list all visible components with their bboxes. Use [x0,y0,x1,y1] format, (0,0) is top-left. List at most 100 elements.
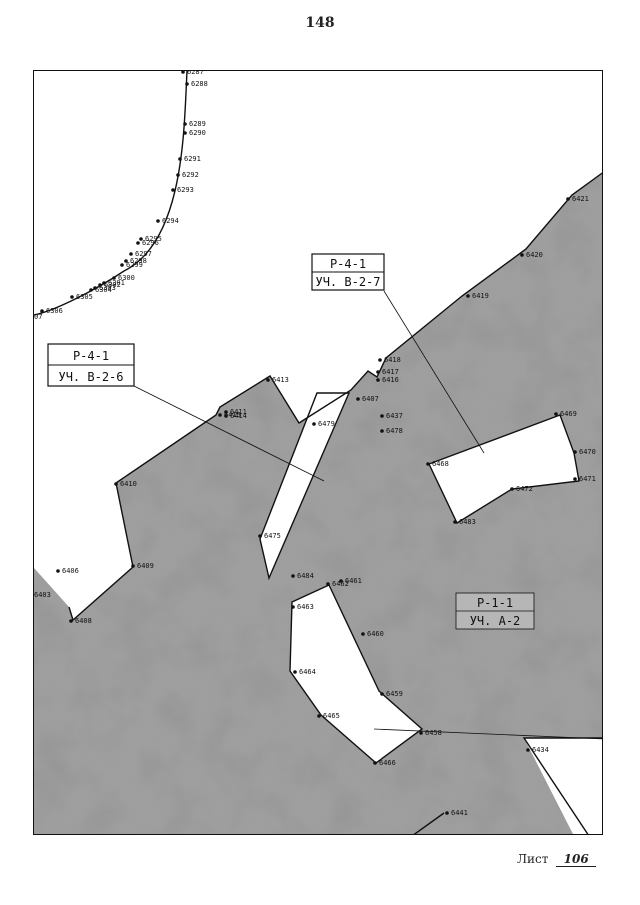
boundary-vertex [266,378,270,382]
point-label: 6293 [177,186,194,194]
point-label: 6421 [572,195,589,203]
point-label: 6466 [379,759,396,767]
boundary-vertex [171,188,175,192]
point-label: 6462 [332,580,349,588]
sheet-footer: Лист 106 [517,852,597,867]
page-number: 148 [305,15,335,31]
point-label: 6434 [532,746,549,754]
point-label: 6403 [34,591,51,599]
parcel-tag-p41-b27: Р-4-1 УЧ. В-2-7 [311,253,385,291]
boundary-vertex [317,714,321,718]
sheet-label: Лист [517,852,549,866]
point-label: 6302 [104,281,121,289]
boundary-vertex [291,574,295,578]
boundary-lines [34,71,602,834]
boundary-vertex [573,477,577,481]
point-label: 6471 [579,475,596,483]
boundary-vertex [56,569,60,573]
boundary-vertex [380,429,384,433]
point-label: 6289 [189,120,206,128]
leader-lines [133,290,602,740]
point-label: 6420 [526,251,543,259]
boundary-vertex [136,241,140,245]
boundary-vertex [183,131,187,135]
boundary-vertex [124,259,128,263]
boundary-vertex [93,286,97,290]
boundary-vertex [466,294,470,298]
point-label: 6483 [459,518,476,526]
point-label: 6419 [472,292,489,300]
boundary-vertex [526,748,530,752]
boundary-vertex [380,414,384,418]
point-label: 6410 [120,480,137,488]
point-label: 6411 [230,408,247,416]
point-label: 07 [34,313,42,321]
point-label: 6296 [142,239,159,247]
boundary-vertex [566,197,570,201]
boundary-vertex [453,520,457,524]
point-label: 6459 [386,690,403,698]
point-label: 6413 [272,376,289,384]
point-label: 6409 [137,562,154,570]
boundary-vertex [224,410,228,414]
point-label: 6458 [425,729,442,737]
boundary-vertex [356,397,360,401]
boundary-vertices [40,71,577,815]
boundary-vertex [510,487,514,491]
point-label: 6469 [560,410,577,418]
parcel-tag-line2: УЧ. В-2-6 [58,370,123,384]
boundary-vertex [291,605,295,609]
point-label: 6408 [75,617,92,625]
point-label: 6299 [126,261,143,269]
point-label: 6294 [162,217,179,225]
boundary-vertex [339,579,343,583]
boundary-vertex [69,619,73,623]
point-label: 6303 [99,284,116,292]
point-label: 6464 [299,668,316,676]
boundary-vertex [176,173,180,177]
boundary-vertex [312,422,316,426]
boundary-vertex [102,281,106,285]
boundary-vertex [554,412,558,416]
point-label: 6418 [384,356,401,364]
point-label: 6407 [362,395,379,403]
boundary-vertex [218,413,222,417]
point-labels: 6287628862896290629162926293629462956296… [34,71,596,817]
map-canvas: 6287628862896290629162926293629462956296… [34,71,602,834]
point-label: 6305 [76,293,93,301]
boundary-vertex [139,237,143,241]
parcel-tag-line2: УЧ. В-2-7 [315,275,380,289]
boundary-vertex [326,582,330,586]
boundary-vertex [426,462,430,466]
boundary-vertex [224,414,228,418]
boundary-vertex [520,253,524,257]
boundary-vertex [376,370,380,374]
point-label: 6301 [108,279,125,287]
point-label: 6484 [297,572,314,580]
boundary-vertex [378,358,382,362]
sheet-number: 106 [556,852,597,867]
boundary-vertex [70,295,74,299]
boundary-vertex [376,378,380,382]
point-label: 6472 [516,485,533,493]
point-label: 6478 [386,427,403,435]
boundary-vertex [293,670,297,674]
point-label: 6292 [182,171,199,179]
point-label: 6306 [46,307,63,315]
boundary-vertex [112,276,116,280]
boundary-vertex [373,761,377,765]
boundary-vertex [89,288,93,292]
point-label: 6470 [579,448,596,456]
boundary-vertex [156,219,160,223]
point-label: 6463 [297,603,314,611]
point-label: 6479 [318,420,335,428]
point-label: 6460 [367,630,384,638]
parcel-tag-line2: УЧ. А-2 [470,614,521,628]
point-label: 6441 [451,809,468,817]
point-label: 6437 [386,412,403,420]
point-label: 6406 [62,567,79,575]
boundary-vertex [183,122,187,126]
boundary-vertex [361,632,365,636]
point-label: 6415 [224,411,241,419]
point-label: 6287 [187,71,204,76]
